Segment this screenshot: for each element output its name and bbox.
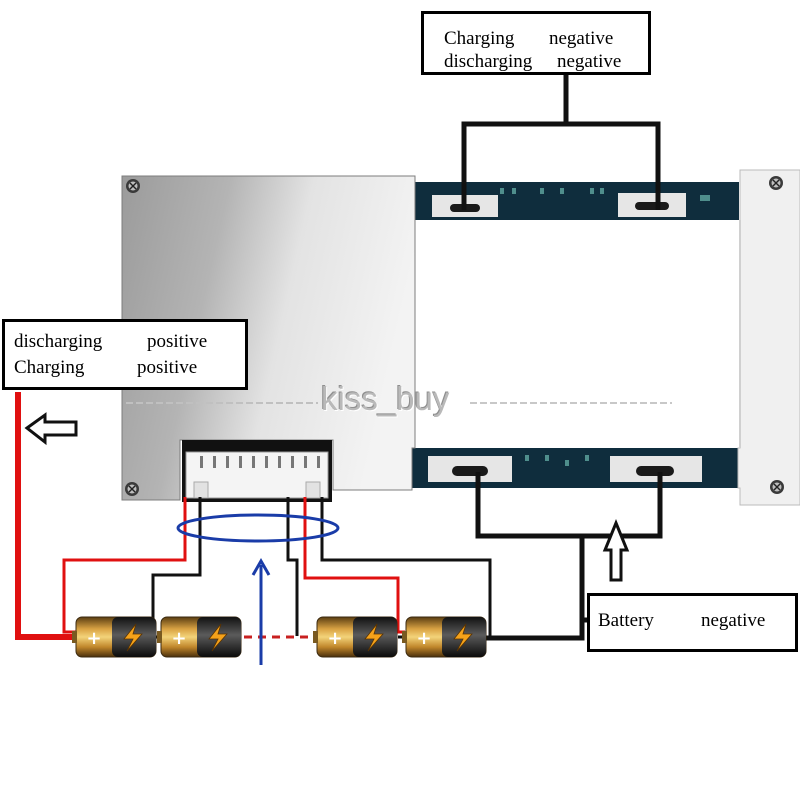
battery-negative-label: Battery negative [587, 593, 798, 652]
screw-icon [125, 178, 141, 194]
balance-wire-black-2 [286, 497, 299, 636]
charge-discharge-negative-label: Charging negative discharging negative [421, 11, 651, 75]
screw-icon [769, 479, 785, 495]
label-text: negative [549, 28, 614, 49]
bms-metal-plate-right [737, 169, 800, 506]
label-text: discharging [444, 51, 533, 72]
hollow-arrow-up-icon [602, 519, 630, 582]
battery-cell-icon [312, 616, 398, 658]
balance-connector [182, 440, 332, 502]
screw-icon [124, 481, 140, 497]
screw-icon [768, 175, 784, 191]
wire-battery-negative-bracket [475, 472, 663, 539]
watermark-text: kiss_buy [321, 380, 450, 417]
sense-wire-loop [176, 513, 340, 543]
balance-wire-black-3 [320, 497, 492, 636]
hollow-arrow-left-icon [24, 412, 78, 446]
battery-cell-icon [401, 616, 487, 658]
label-text: Charging [14, 357, 85, 378]
battery-cell-icon [156, 616, 242, 658]
wire-positive-main [15, 392, 80, 640]
label-text: discharging [14, 331, 103, 352]
label-text: positive [137, 357, 198, 378]
balance-wire-red-right [303, 497, 405, 634]
balance-wire-red-left [62, 497, 187, 634]
balance-wire-black-1 [151, 497, 202, 636]
bms-metal-plate [121, 175, 416, 501]
label-text: Battery [598, 610, 654, 631]
label-text: positive [147, 331, 208, 352]
label-text: negative [701, 610, 766, 631]
wire-negative-bracket [461, 121, 661, 210]
label-text: Charging [444, 28, 515, 49]
battery-cell-icon [71, 616, 157, 658]
label-text: negative [557, 51, 622, 72]
charge-discharge-positive-label: discharging positive Charging positive [2, 319, 248, 390]
